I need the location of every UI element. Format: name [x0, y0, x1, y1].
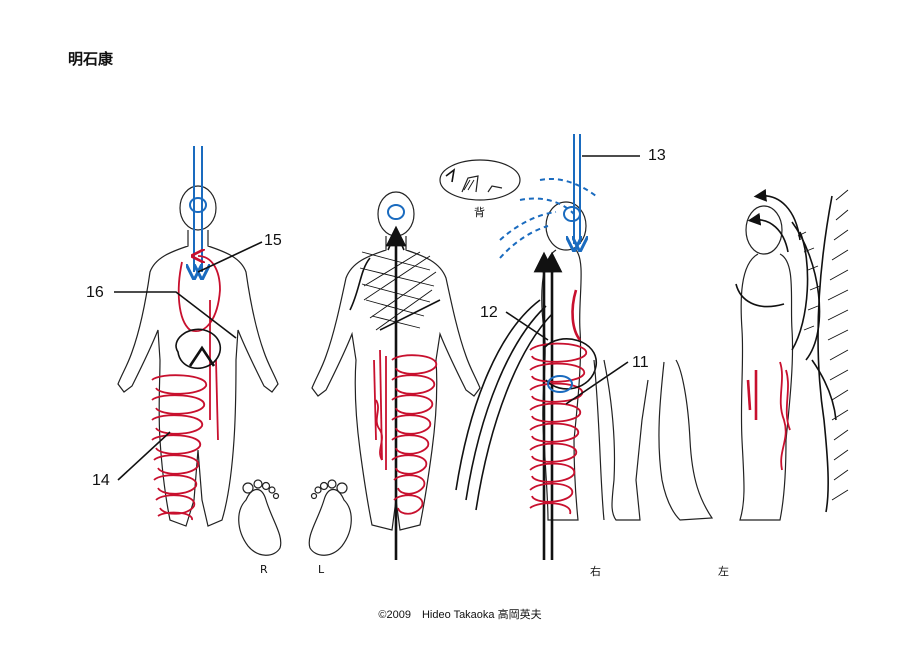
back-caption-label: 背: [474, 206, 485, 219]
side-figure-right: [455, 134, 640, 560]
callout-16: 16: [86, 284, 104, 301]
foot-left-label: L: [318, 563, 325, 576]
back-inset: [439, 159, 521, 201]
page-title: 明石康: [68, 50, 114, 68]
callout-14: 14: [92, 472, 110, 489]
foot-right: [238, 479, 282, 556]
side-figure-left: [735, 188, 849, 521]
side-left-label: 左: [718, 565, 729, 578]
callout-13: 13: [648, 147, 666, 164]
back-figure: [311, 191, 481, 560]
side-right-label: 右: [590, 565, 601, 578]
legs-outline: [593, 359, 714, 521]
callout-15: 15: [264, 232, 282, 249]
copyright-text: ©2009 Hideo Takaoka 高岡英夫: [378, 609, 542, 621]
foot-left: [308, 479, 352, 556]
callout-11: 11: [632, 354, 649, 371]
foot-right-label: R: [260, 563, 268, 576]
callout-12: 12: [480, 304, 498, 321]
front-figure: [114, 146, 279, 527]
